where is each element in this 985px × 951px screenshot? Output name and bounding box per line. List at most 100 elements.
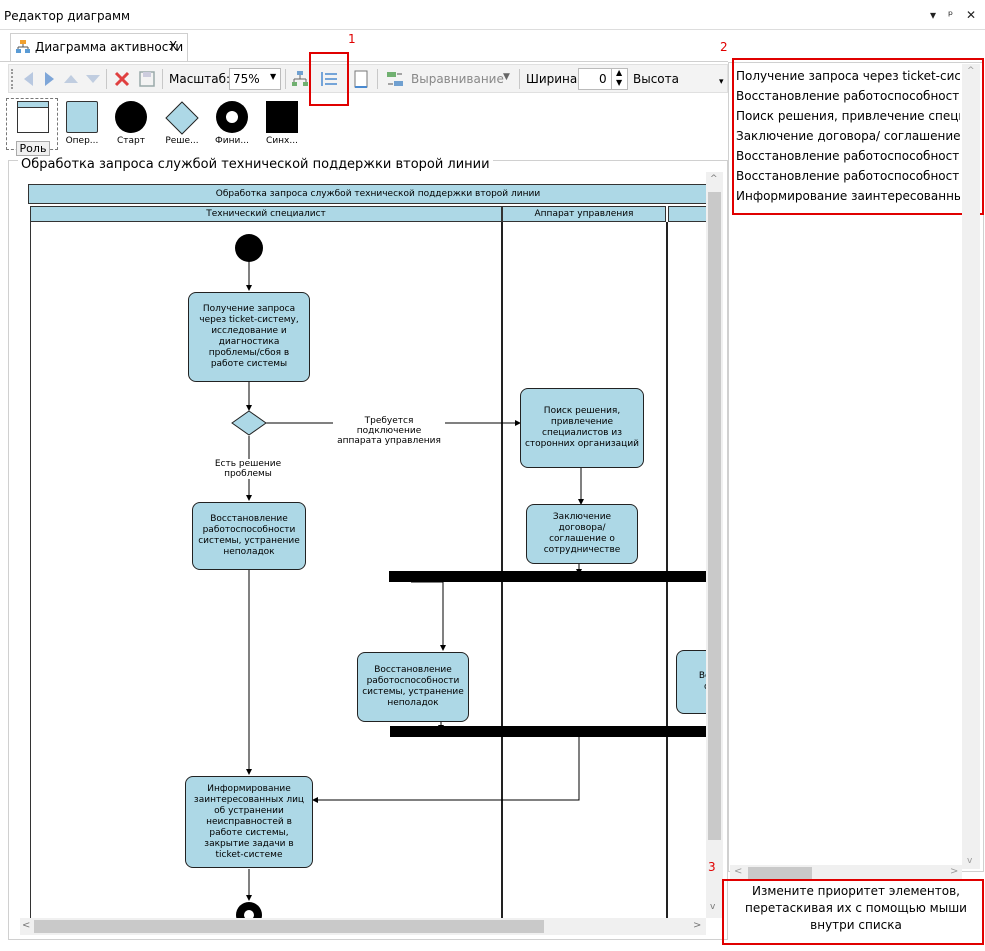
list-item[interactable]: Получение запроса через ticket-систему bbox=[736, 69, 960, 83]
lane-divider bbox=[30, 222, 31, 918]
finish-node[interactable] bbox=[236, 902, 262, 918]
scroll-down-icon[interactable]: v bbox=[710, 902, 716, 912]
edge-label-has-solution: Есть решение проблемы bbox=[212, 459, 284, 479]
window-title: Редактор диаграмм bbox=[4, 9, 131, 23]
palette-label: Старт bbox=[117, 136, 145, 146]
stepper-down-icon[interactable]: ▼ bbox=[616, 78, 623, 87]
lane-divider bbox=[501, 222, 503, 918]
operation-shape bbox=[66, 101, 98, 133]
scrollbar-thumb[interactable] bbox=[748, 867, 812, 879]
delete-icon[interactable] bbox=[112, 69, 132, 89]
scale-combo[interactable]: 75% ▼ bbox=[229, 68, 281, 90]
width-value: 0 bbox=[599, 72, 607, 86]
node-receive-request[interactable]: Получение запроса через ticket-систему, … bbox=[188, 292, 310, 382]
palette-label: Синх... bbox=[266, 136, 298, 146]
scroll-up-icon[interactable]: ^ bbox=[967, 66, 975, 76]
hierarchy-icon[interactable] bbox=[290, 69, 310, 89]
list-item[interactable]: Поиск решения, привлечение специалис bbox=[736, 109, 960, 123]
palette-start[interactable]: Старт bbox=[110, 101, 152, 146]
toolbar-separator bbox=[162, 69, 163, 89]
toolbar-grip[interactable] bbox=[11, 69, 13, 89]
diagram-vertical-scrollbar[interactable]: ^ v bbox=[706, 172, 723, 918]
palette-operation[interactable]: Опер... bbox=[61, 101, 103, 146]
window-menu-icon[interactable]: ▾ bbox=[930, 8, 937, 22]
sync-shape bbox=[266, 101, 298, 133]
forward-arrow-icon[interactable] bbox=[39, 69, 59, 89]
lane-divider bbox=[666, 222, 668, 918]
tab-close-button[interactable]: X bbox=[169, 39, 178, 53]
tab-label: Диаграмма активности bbox=[35, 40, 184, 54]
lane-header-mgmt: Аппарат управления bbox=[502, 206, 666, 222]
width-label: Ширина bbox=[526, 72, 578, 86]
back-arrow-icon[interactable] bbox=[19, 69, 39, 89]
pin-icon[interactable]: ᵖ bbox=[948, 8, 954, 22]
list-item[interactable]: Восстановление работоспособности сис bbox=[736, 89, 960, 103]
node-contract[interactable]: Заключение договора/ соглашение о сотруд… bbox=[526, 504, 638, 564]
save-icon[interactable] bbox=[137, 69, 157, 89]
start-shape bbox=[115, 101, 147, 133]
tab-activity-diagram[interactable]: Диаграмма активности X bbox=[10, 33, 188, 61]
toolbar-overflow-icon[interactable]: ▾ bbox=[719, 77, 724, 87]
scroll-down-icon[interactable]: v bbox=[967, 856, 973, 866]
sync-bar-join[interactable] bbox=[390, 726, 706, 737]
list-item[interactable]: Информирование заинтересованных ли bbox=[736, 189, 960, 203]
finish-shape bbox=[216, 101, 248, 133]
scroll-right-icon[interactable]: > bbox=[950, 866, 959, 877]
highlight-box-1 bbox=[309, 52, 349, 106]
diagram-frame-title: Обработка запроса службой технической по… bbox=[18, 157, 493, 172]
height-label: Высота bbox=[633, 72, 679, 86]
palette-label: Реше... bbox=[165, 136, 199, 146]
move-up-icon[interactable] bbox=[61, 69, 81, 89]
node-search-solution[interactable]: Поиск решения, привлечение специалистов … bbox=[520, 388, 644, 468]
node-restore-2[interactable]: Восстановление работоспособности системы… bbox=[357, 652, 469, 722]
role-shape bbox=[17, 101, 49, 133]
palette-decision[interactable]: Реше... bbox=[161, 101, 203, 146]
scroll-left-icon[interactable]: < bbox=[734, 866, 743, 877]
scroll-up-icon[interactable]: ^ bbox=[710, 174, 718, 184]
toolbar-separator bbox=[285, 69, 286, 89]
node-inform[interactable]: Информирование заинтересованных лиц об у… bbox=[185, 776, 313, 868]
scroll-left-icon[interactable]: < bbox=[22, 920, 31, 931]
toolbar: Масштаб: 75% ▼ Выравнивание ▼ Ширина 0 ▲… bbox=[8, 64, 728, 93]
toolbar-separator bbox=[377, 69, 378, 89]
scale-value: 75% bbox=[233, 72, 260, 86]
scrollbar-thumb[interactable] bbox=[34, 920, 544, 933]
palette-finish[interactable]: Фини... bbox=[211, 101, 253, 146]
decision-shape bbox=[165, 101, 199, 135]
start-node[interactable] bbox=[235, 234, 263, 262]
callout-3: 3 bbox=[708, 860, 716, 874]
chevron-down-icon[interactable]: ▼ bbox=[270, 72, 277, 81]
priority-hint: Измените приоритет элементов, перетаскив… bbox=[745, 884, 967, 932]
diagram-horizontal-scrollbar[interactable]: < > bbox=[20, 918, 706, 935]
stepper-up-icon[interactable]: ▲ bbox=[616, 68, 623, 77]
decision-node[interactable] bbox=[231, 410, 267, 436]
move-down-icon[interactable] bbox=[83, 69, 103, 89]
close-icon[interactable]: ✕ bbox=[966, 8, 977, 22]
scrollbar-thumb[interactable] bbox=[708, 192, 721, 840]
list-item[interactable]: Заключение договора/ соглашение о сот bbox=[736, 129, 960, 143]
align-label[interactable]: Выравнивание bbox=[411, 72, 504, 86]
scroll-right-icon[interactable]: > bbox=[693, 920, 702, 931]
priority-list-icon[interactable] bbox=[319, 69, 339, 89]
callout-1: 1 bbox=[348, 32, 356, 46]
list-horizontal-scrollbar[interactable]: < > bbox=[730, 865, 962, 881]
stepper-arrows[interactable]: ▲ ▼ bbox=[611, 68, 627, 89]
list-item[interactable]: Восстановление работоспособности сис bbox=[736, 169, 960, 183]
highlight-box-2 bbox=[732, 58, 984, 215]
list-vertical-scrollbar[interactable]: ^ v bbox=[962, 64, 980, 869]
node-restore-3[interactable]: Во раб сист bbox=[676, 650, 706, 714]
node-restore-1[interactable]: Восстановление работоспособности системы… bbox=[192, 502, 306, 570]
edge-label-need-mgmt: Требуется подключение аппарата управлени… bbox=[333, 416, 445, 446]
palette-sync[interactable]: Синх... bbox=[261, 101, 303, 146]
width-stepper[interactable]: 0 ▲ ▼ bbox=[578, 68, 628, 90]
priority-list[interactable]: Получение запроса через ticket-систему В… bbox=[728, 62, 984, 872]
align-icon[interactable] bbox=[385, 69, 405, 89]
diagram-canvas[interactable]: Обработка запроса службой технической по… bbox=[28, 184, 706, 918]
toolbar-separator bbox=[519, 69, 520, 89]
list-item[interactable]: Восстановление работоспособности сис bbox=[736, 149, 960, 163]
palette-role[interactable]: Роль bbox=[12, 101, 54, 156]
sync-bar-fork[interactable] bbox=[389, 571, 706, 582]
align-dropdown-icon[interactable]: ▼ bbox=[503, 72, 510, 82]
page-icon[interactable] bbox=[351, 69, 371, 89]
highlight-box-3 bbox=[722, 879, 984, 945]
